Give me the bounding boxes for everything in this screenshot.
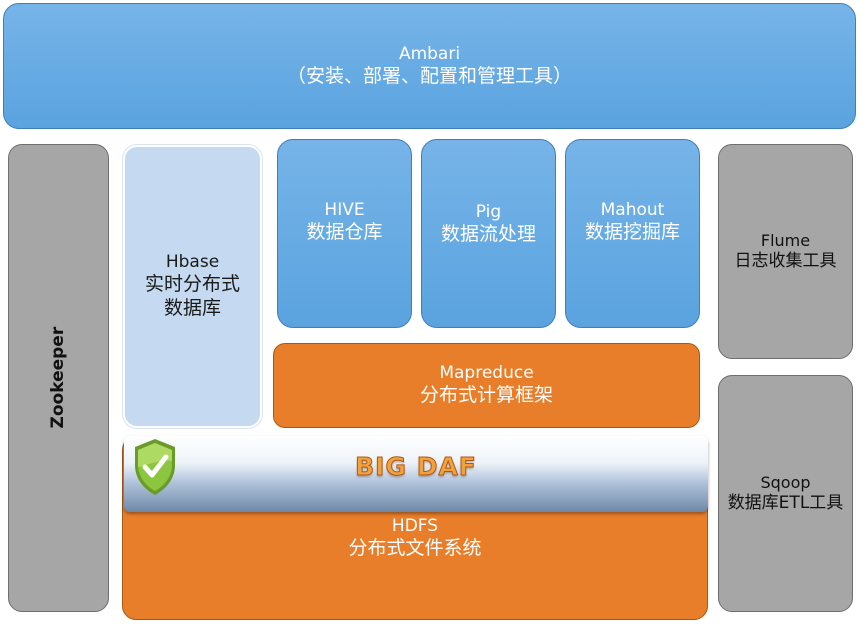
ambari-title: Ambari	[398, 43, 461, 64]
hbase-line2: 数据库	[163, 297, 221, 320]
hdfs-title: HDFS	[391, 516, 439, 536]
mahout-title: Mahout	[600, 200, 665, 220]
hive-block: HIVE 数据仓库	[277, 139, 412, 328]
sqoop-block: Sqoop 数据库ETL工具	[718, 375, 853, 612]
hbase-title: Hbase	[165, 252, 220, 273]
flume-subtitle: 日志收集工具	[734, 250, 837, 271]
pig-block: Pig 数据流处理	[421, 139, 556, 328]
ambari-subtitle: （安装、部署、配置和管理工具）	[286, 64, 572, 87]
flume-title: Flume	[760, 230, 811, 250]
mahout-subtitle: 数据挖掘库	[584, 221, 680, 244]
mapreduce-title: Mapreduce	[439, 363, 534, 383]
zookeeper-block: Zookeeper	[8, 144, 109, 612]
flume-block: Flume 日志收集工具	[718, 144, 853, 359]
hbase-block: Hbase 实时分布式 数据库	[123, 145, 262, 428]
mapreduce-subtitle: 分布式计算框架	[419, 384, 553, 407]
ambari-block: Ambari （安装、部署、配置和管理工具）	[3, 3, 856, 129]
hdfs-subtitle: 分布式文件系统	[348, 537, 482, 560]
hbase-line1: 实时分布式	[144, 273, 240, 296]
big-daf-banner: BIG DAF	[124, 436, 708, 512]
hive-title: HIVE	[324, 200, 365, 220]
big-daf-logo: BIG DAF	[355, 452, 477, 482]
sqoop-title: Sqoop	[760, 472, 811, 492]
zookeeper-title: Zookeeper	[47, 327, 68, 429]
mahout-block: Mahout 数据挖掘库	[565, 139, 700, 328]
pig-title: Pig	[475, 202, 502, 222]
sqoop-subtitle: 数据库ETL工具	[727, 492, 844, 513]
pig-subtitle: 数据流处理	[440, 223, 536, 246]
shield-check-icon	[135, 439, 175, 495]
mapreduce-block: Mapreduce 分布式计算框架	[273, 343, 700, 428]
hive-subtitle: 数据仓库	[306, 221, 383, 244]
